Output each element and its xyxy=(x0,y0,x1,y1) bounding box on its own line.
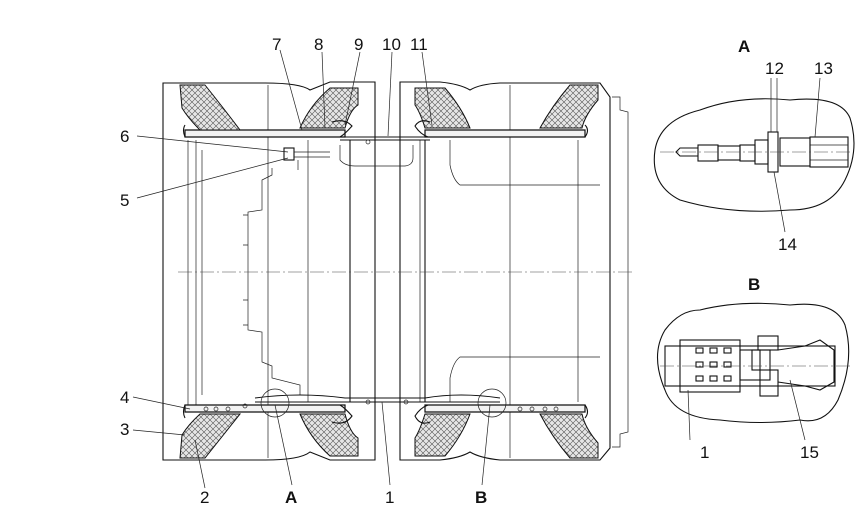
detail-a-break-outline xyxy=(653,98,855,212)
label-6: 6 xyxy=(120,127,129,146)
label-5: 5 xyxy=(120,191,129,210)
wheel-disc-profile xyxy=(243,160,301,395)
label-7: 7 xyxy=(272,35,281,54)
label-14: 14 xyxy=(778,235,797,254)
bead-bottom-right-inner xyxy=(414,413,471,457)
top-rim-band xyxy=(184,129,346,138)
valve-cap xyxy=(697,144,719,162)
main-section-view xyxy=(162,81,635,461)
bead-bottom-left-inner xyxy=(299,413,359,457)
label-11: 11 xyxy=(410,35,428,54)
label-1-detail-b: 1 xyxy=(700,443,709,462)
label-8: 8 xyxy=(314,35,323,54)
label-9: 9 xyxy=(354,35,363,54)
detail-a-circle xyxy=(260,388,290,418)
detail-b-title: B xyxy=(748,275,760,294)
wheel-bolt xyxy=(283,147,295,161)
detail-b-view: B 1 15 xyxy=(657,275,852,462)
bead-bottom-right-outer xyxy=(539,413,599,459)
label-13: 13 xyxy=(814,59,833,78)
bead-top-left-outer xyxy=(179,84,242,131)
leader-lines xyxy=(132,49,491,489)
label-3: 3 xyxy=(120,420,129,439)
label-4: 4 xyxy=(120,388,129,407)
label-15: 15 xyxy=(800,443,819,462)
bead-top-right-outer xyxy=(539,84,599,129)
label-2: 2 xyxy=(200,488,209,507)
bottom-rim-band xyxy=(184,404,346,413)
detail-b-circle xyxy=(477,388,507,418)
detail-a-marker: A xyxy=(285,488,297,507)
detail-b-break-outline xyxy=(657,302,850,424)
detail-a-view: A 12 13 14 xyxy=(653,37,855,254)
bead-top-left-inner xyxy=(299,87,359,129)
detail-b-marker: B xyxy=(475,488,487,507)
label-10: 10 xyxy=(382,35,401,54)
bead-top-right-inner xyxy=(414,87,471,129)
right-tire-outline xyxy=(399,81,611,461)
detail-a-title: A xyxy=(738,37,750,56)
label-12: 12 xyxy=(765,59,784,78)
left-tire-outline xyxy=(162,81,376,461)
label-1: 1 xyxy=(385,488,394,507)
bead-bottom-left-outer xyxy=(179,413,242,459)
